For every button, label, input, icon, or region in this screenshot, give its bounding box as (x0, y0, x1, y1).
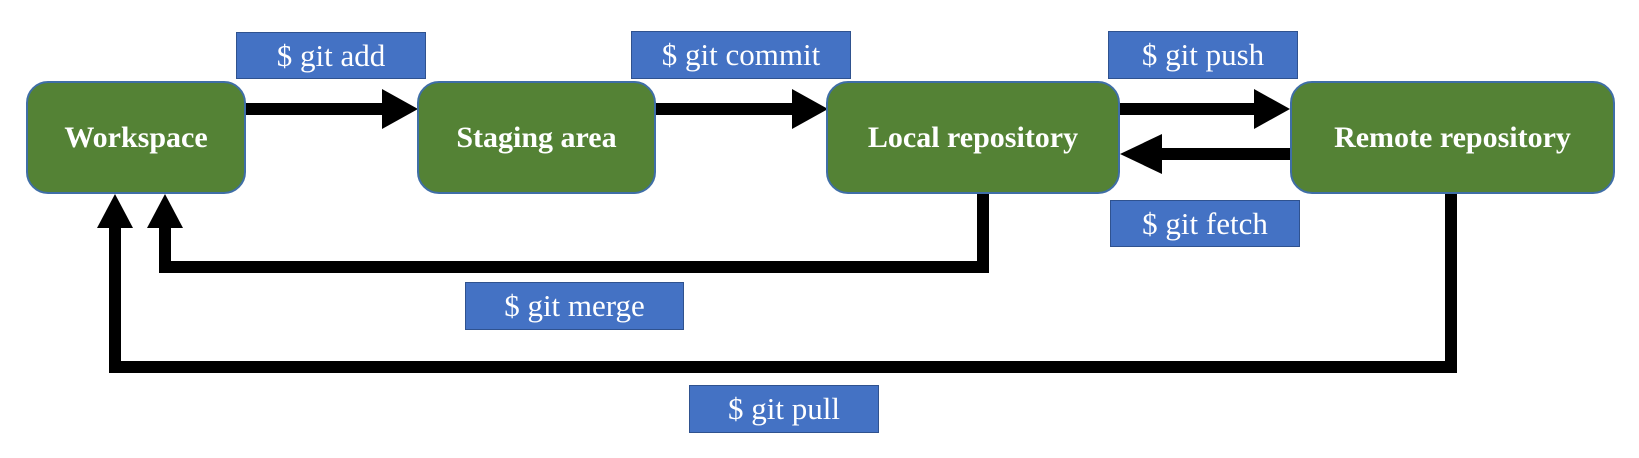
node-remote-repository: Remote repository (1290, 81, 1615, 194)
command-git-add: $ git add (236, 32, 426, 79)
arrow-push (1117, 89, 1290, 129)
command-git-fetch: $ git fetch (1110, 200, 1300, 247)
command-git-merge-text: $ git merge (504, 288, 645, 323)
command-git-add-text: $ git add (276, 37, 386, 73)
arrow-add (245, 89, 418, 129)
arrow-fetch (1120, 134, 1290, 174)
command-git-pull-text: $ git pull (728, 391, 840, 426)
command-git-commit: $ git commit (631, 31, 851, 79)
command-git-push: $ git push (1108, 31, 1298, 79)
command-git-commit-text: $ git commit (661, 37, 821, 72)
node-workspace-label: Workspace (64, 120, 208, 154)
node-staging-area: Staging area (417, 81, 656, 194)
command-git-push-text: $ git push (1141, 37, 1265, 72)
command-git-fetch-text: $ git fetch (1142, 205, 1268, 241)
arrow-commit (655, 89, 828, 129)
node-local-repository-label: Local repository (867, 120, 1079, 154)
node-local-repository: Local repository (826, 81, 1120, 194)
arrow-merge (147, 194, 989, 273)
node-workspace: Workspace (26, 81, 246, 194)
command-git-merge: $ git merge (465, 282, 684, 330)
node-remote-repository-label: Remote repository (1334, 120, 1571, 154)
command-git-pull: $ git pull (689, 385, 879, 433)
node-staging-area-label: Staging area (456, 120, 617, 154)
arrow-pull (97, 194, 1457, 373)
